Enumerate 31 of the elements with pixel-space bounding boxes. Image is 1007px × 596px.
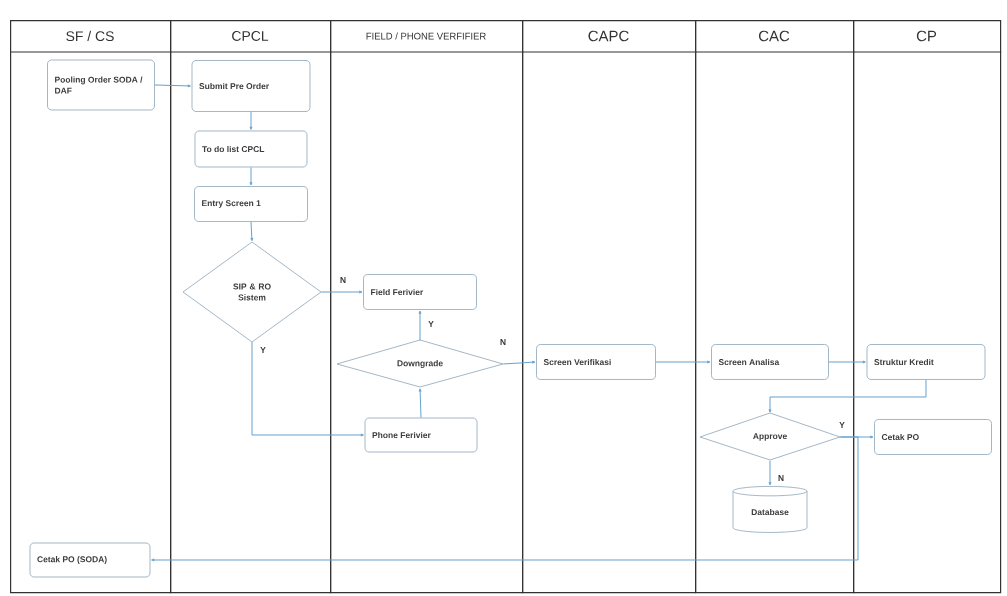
process-box: To do list CPCL xyxy=(194,130,308,168)
process-box: Screen Verifikasi xyxy=(536,344,656,380)
process-box: Cetak PO (SODA) xyxy=(29,542,151,578)
edge-label: Y xyxy=(838,421,846,429)
process-box: Screen Analisa xyxy=(711,344,829,380)
arrow xyxy=(418,310,422,341)
process-box: Submit Pre Order xyxy=(191,60,311,112)
edge-label: Y xyxy=(259,346,267,354)
arrow xyxy=(502,360,536,365)
arrow xyxy=(251,341,364,437)
arrow xyxy=(151,436,859,562)
edge-label: N xyxy=(338,276,348,284)
process-box: Struktur Kredit xyxy=(866,344,986,380)
arrow xyxy=(154,84,191,88)
process-box: Cetak PO xyxy=(874,419,992,455)
edge-label: Y xyxy=(427,320,435,328)
database-cylinder: Database xyxy=(732,486,808,533)
arrow xyxy=(320,290,363,294)
arrow xyxy=(768,379,927,413)
edge-label: N xyxy=(776,474,786,482)
process-box: Pooling Order SODA / DAF xyxy=(47,59,155,111)
arrow xyxy=(828,360,866,364)
process-box: Field Ferivier xyxy=(363,274,477,310)
arrow xyxy=(249,111,253,130)
arrow xyxy=(249,166,253,186)
process-box: Phone Ferivier xyxy=(364,417,478,453)
arrow xyxy=(250,221,254,242)
process-box: Entry Screen 1 xyxy=(194,186,308,222)
arrow xyxy=(768,460,772,486)
arrow xyxy=(655,360,711,364)
arrow xyxy=(418,388,422,419)
